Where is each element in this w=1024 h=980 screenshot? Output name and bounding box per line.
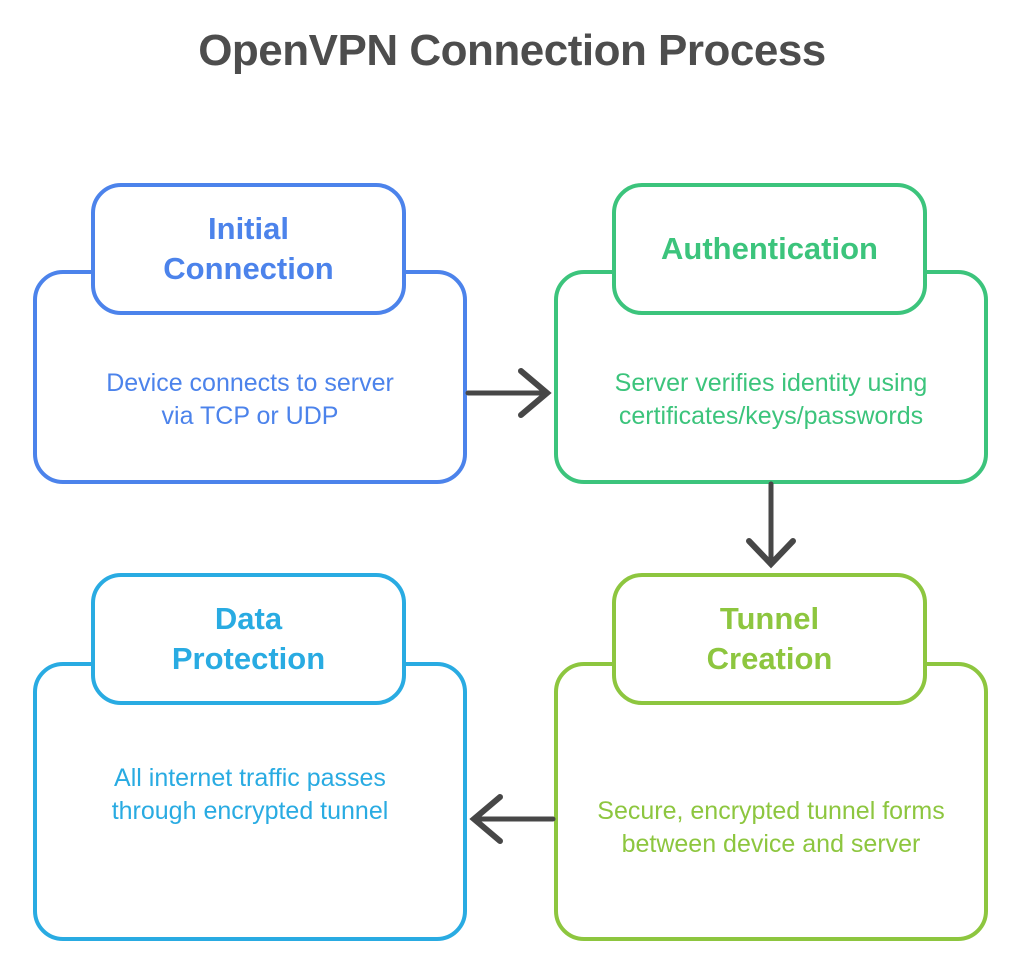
arrow-down-icon	[746, 481, 796, 569]
step-title: Data Protection	[171, 601, 326, 676]
step-description: Server verifies identity using certifica…	[614, 369, 928, 430]
arrow-left-icon	[469, 794, 556, 844]
step-title: Initial Connection	[163, 211, 334, 286]
step-initial-connection: Device connects to server via TCP or UDP…	[33, 183, 467, 484]
diagram-title: OpenVPN Connection Process	[198, 26, 826, 75]
arrow-right-icon	[465, 368, 552, 418]
step-title: Tunnel Creation	[706, 601, 833, 676]
step-title: Authentication	[661, 231, 878, 267]
step-title-box: Initial Connection	[91, 183, 406, 315]
step-description: Secure, encrypted tunnel forms between d…	[597, 797, 945, 858]
step-authentication: Server verifies identity using certifica…	[554, 183, 988, 484]
step-description: Device connects to server via TCP or UDP	[106, 369, 394, 430]
step-tunnel-creation: Secure, encrypted tunnel forms between d…	[554, 573, 988, 941]
step-title-box: Data Protection	[91, 573, 406, 705]
step-body-box: Secure, encrypted tunnel forms between d…	[554, 662, 988, 941]
step-data-protection: All internet traffic passes through encr…	[33, 573, 467, 941]
step-description: All internet traffic passes through encr…	[111, 764, 389, 825]
step-title-box: Authentication	[612, 183, 927, 315]
step-title-box: Tunnel Creation	[612, 573, 927, 705]
step-body-box: All internet traffic passes through encr…	[33, 662, 467, 941]
